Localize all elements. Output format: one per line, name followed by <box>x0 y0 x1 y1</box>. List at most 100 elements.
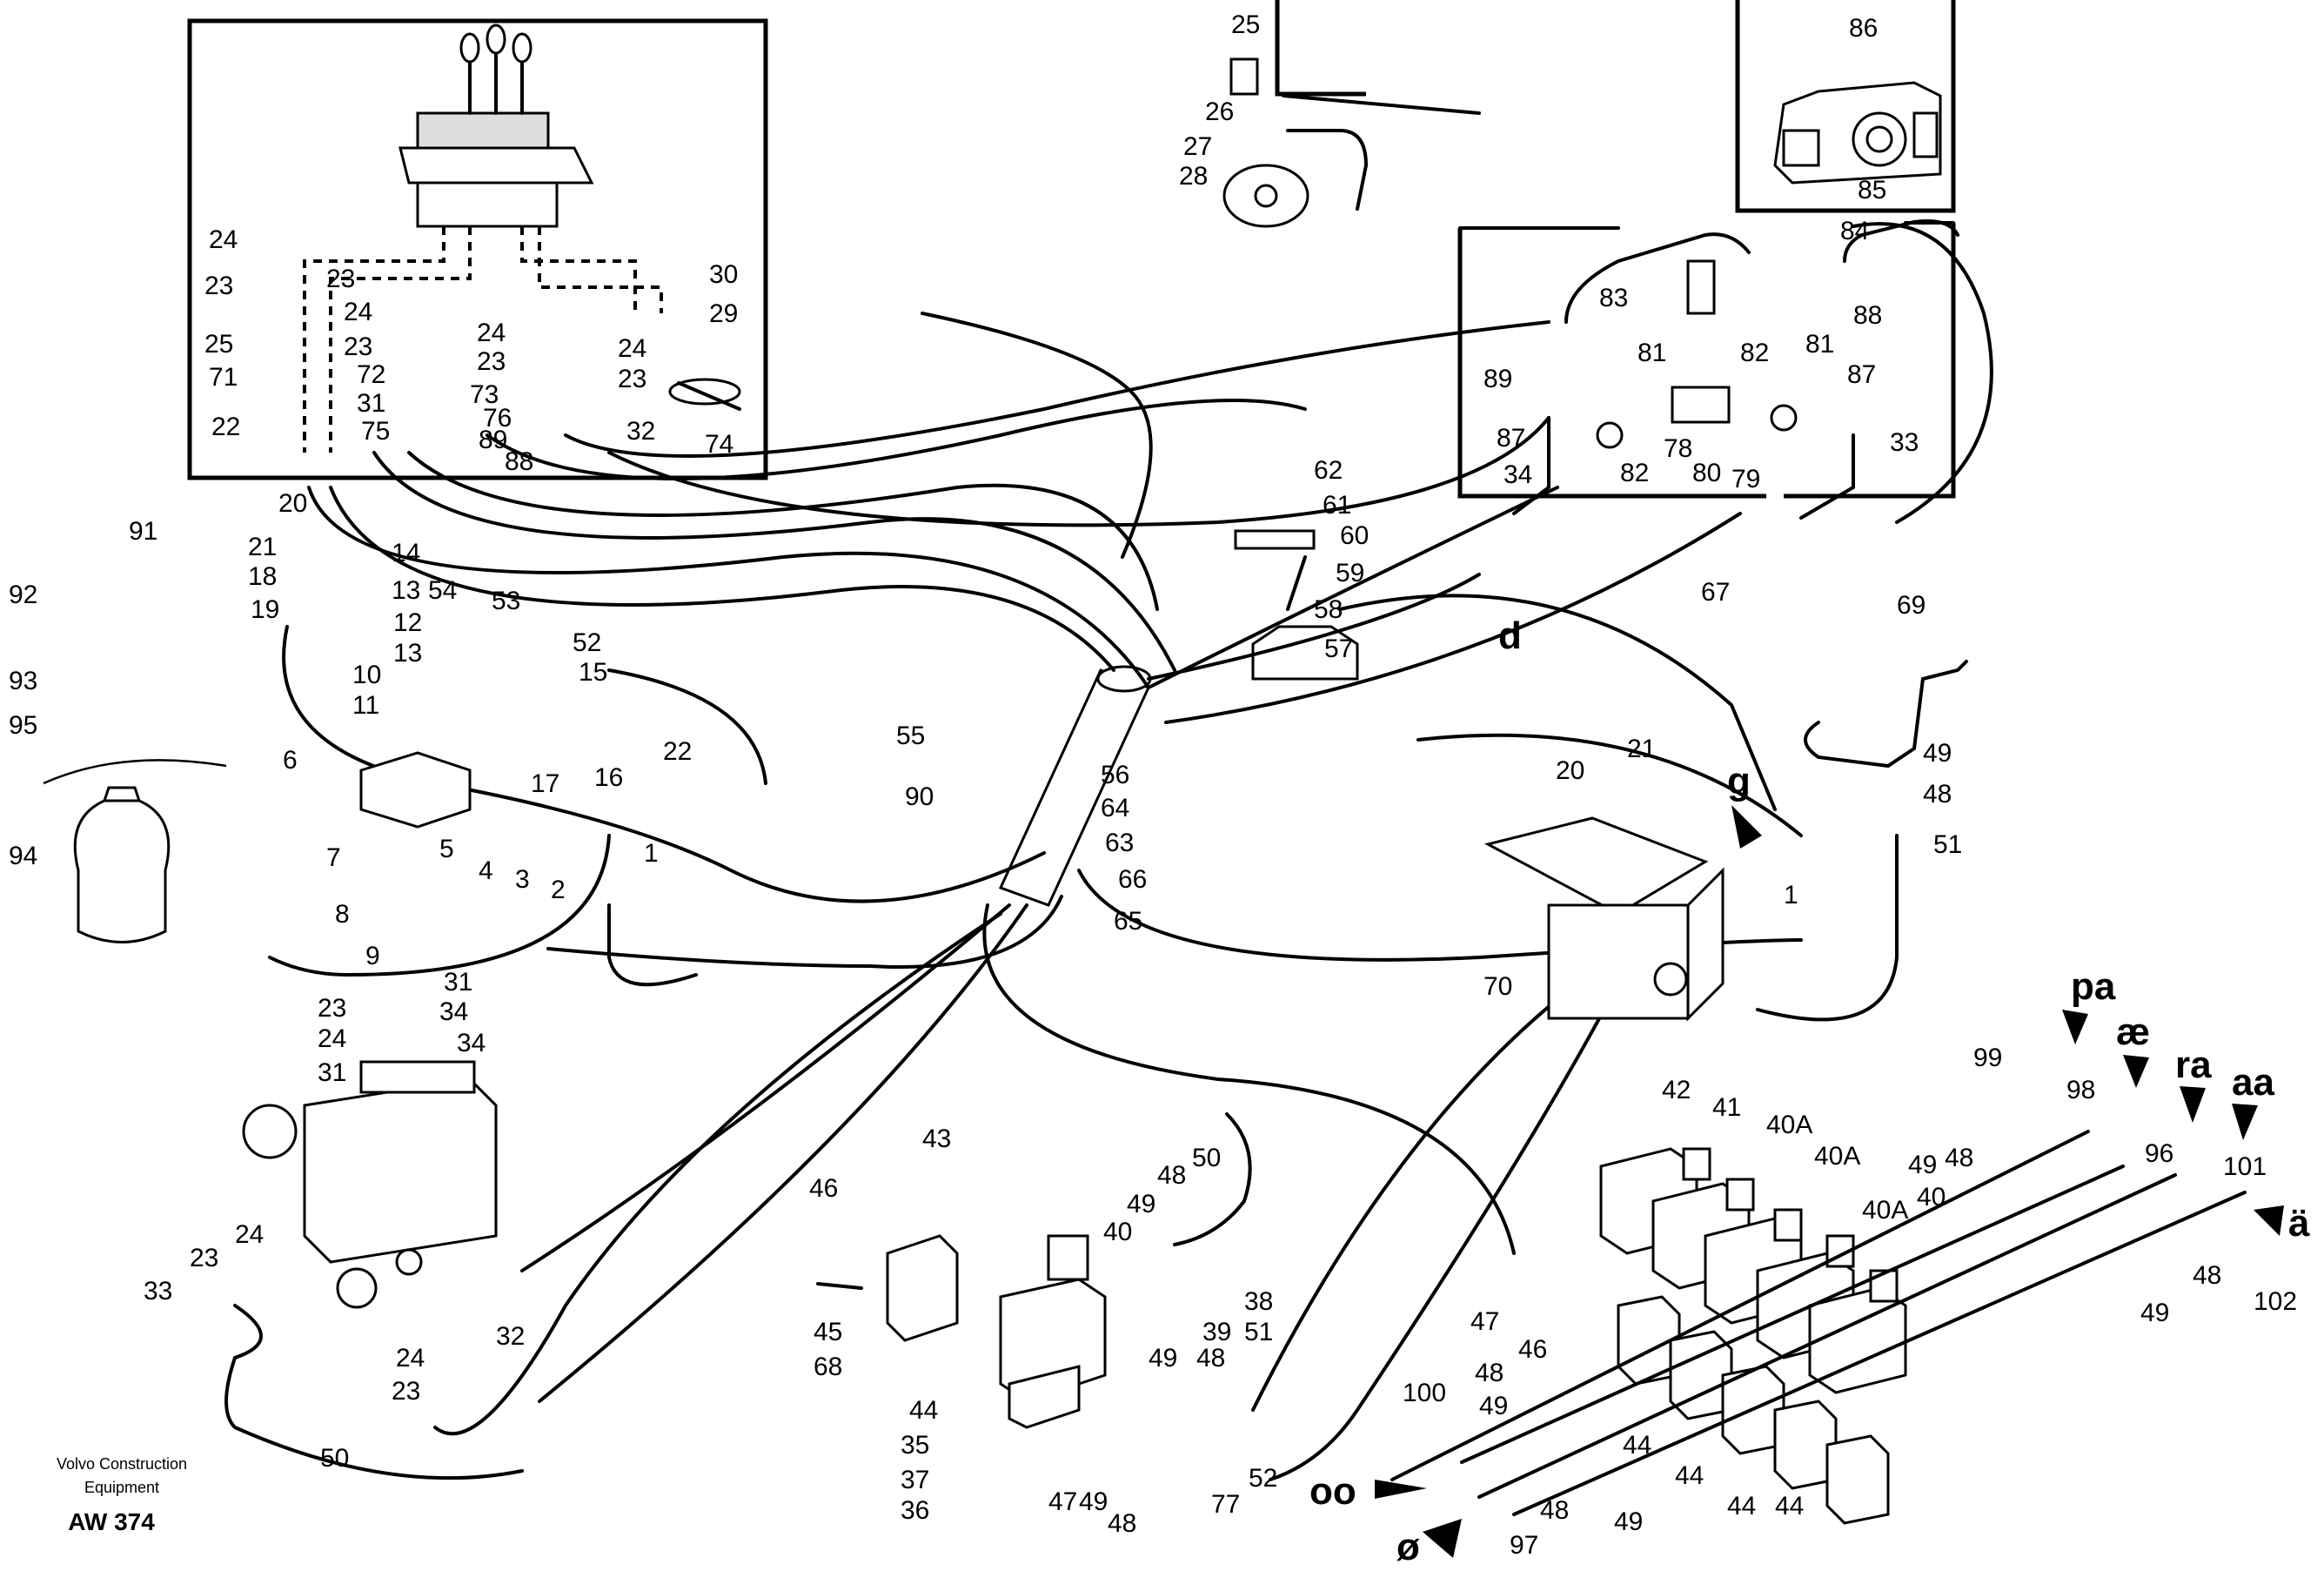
callout-label: 87 <box>1847 360 1876 389</box>
callout-label: 40 <box>1917 1183 1946 1212</box>
callout-label: 72 <box>357 360 385 389</box>
callout-label: 24 <box>396 1344 425 1373</box>
callout-label: 31 <box>318 1058 346 1087</box>
callout-label: 74 <box>705 430 733 459</box>
callout-label: 78 <box>1664 434 1692 463</box>
callout-label: 48 <box>1196 1344 1225 1373</box>
callout-label: 81 <box>1805 330 1834 359</box>
callout-label: 33 <box>1890 428 1919 457</box>
callout-label: 24 <box>318 1024 346 1053</box>
motor-unit-top <box>1222 57 1481 228</box>
port-letter: ä <box>2288 1202 2310 1245</box>
callout-label: 77 <box>1211 1490 1240 1519</box>
callout-label: 4 <box>479 856 493 885</box>
callout-label: 46 <box>1518 1335 1547 1364</box>
callout-label: 6 <box>283 746 298 775</box>
callout-label: 93 <box>9 667 37 695</box>
callout-label: 34 <box>439 997 468 1026</box>
callout-label: 22 <box>663 737 692 766</box>
callout-label: 29 <box>709 299 738 328</box>
callout-label: 49 <box>1127 1190 1155 1218</box>
callout-label: 83 <box>1599 284 1628 312</box>
callout-label: 44 <box>1727 1492 1756 1521</box>
callout-label: 33 <box>144 1277 172 1306</box>
callout-label: 40A <box>1766 1111 1812 1139</box>
callout-label: 16 <box>594 763 623 792</box>
drawing-code: AW 374 <box>68 1508 155 1535</box>
callout-label: 73 <box>470 380 499 409</box>
solenoid-valve-assembly <box>816 1234 1107 1429</box>
callout-label: 96 <box>2145 1139 2173 1168</box>
callout-label: 31 <box>357 389 385 418</box>
callout-label: 30 <box>709 260 738 289</box>
callout-label: 69 <box>1897 591 1926 620</box>
port-letter: ø <box>1396 1526 1420 1568</box>
callout-label: 66 <box>1118 865 1147 894</box>
callout-label: 7 <box>326 843 341 872</box>
callout-label: 23 <box>318 994 346 1023</box>
callout-label: 1 <box>1784 881 1798 910</box>
callout-label: 13 <box>392 576 420 605</box>
callout-label: 49 <box>1614 1507 1643 1536</box>
callout-label: 14 <box>392 539 420 567</box>
callout-label: 42 <box>1662 1076 1691 1104</box>
callout-label: 26 <box>1205 97 1234 126</box>
callout-label: 51 <box>1244 1318 1273 1346</box>
callout-label: 88 <box>1853 301 1882 330</box>
callout-label: 52 <box>1249 1464 1277 1493</box>
callout-label: 98 <box>2066 1076 2095 1104</box>
port-letter: aa <box>2232 1061 2274 1104</box>
callout-label: 32 <box>496 1322 525 1351</box>
control-lever-assembly-frame <box>187 18 768 480</box>
credit-line-1: Volvo Construction <box>57 1455 187 1473</box>
callout-label: 25 <box>204 330 233 359</box>
callout-label: 35 <box>901 1431 929 1460</box>
callout-label: 48 <box>1540 1496 1569 1525</box>
callout-label: 48 <box>1945 1144 1973 1172</box>
callout-label: 22 <box>211 413 240 441</box>
callout-label: 64 <box>1101 794 1129 822</box>
block-row-44 <box>1617 1295 1890 1525</box>
callout-label: 49 <box>1908 1151 1937 1179</box>
callout-label: 79 <box>1731 465 1760 493</box>
valve-86-body <box>1773 81 1942 185</box>
callout-label: 89 <box>479 426 507 454</box>
callout-label: 49 <box>2140 1299 2169 1327</box>
callout-label: 23 <box>392 1377 420 1406</box>
callout-label: 59 <box>1336 559 1364 587</box>
callout-label: 90 <box>905 782 934 811</box>
port-letter: oo <box>1309 1470 1356 1513</box>
callout-label: 85 <box>1858 176 1886 205</box>
callout-label: 17 <box>531 769 559 798</box>
callout-label: 49 <box>1923 739 1952 768</box>
callout-label: 27 <box>1183 132 1212 161</box>
callout-label: 28 <box>1179 162 1208 191</box>
callout-label: 23 <box>344 332 372 361</box>
callout-label: 24 <box>344 298 372 326</box>
callout-label: 9 <box>365 942 380 970</box>
hose-lines <box>224 222 1993 1481</box>
callout-label: 87 <box>1497 424 1525 453</box>
port-letters: d g pa æ ra aa ä oo ø <box>1309 614 2310 1568</box>
callout-label: 101 <box>2223 1152 2267 1181</box>
callout-label: 49 <box>1479 1392 1508 1420</box>
callout-label: 67 <box>1701 578 1730 607</box>
callout-label: 40A <box>1814 1142 1860 1171</box>
callout-label: 48 <box>1157 1161 1186 1190</box>
valve-86-frame <box>1735 0 1956 213</box>
callout-label: 70 <box>1483 972 1512 1001</box>
callout-label: 8 <box>335 900 350 929</box>
callout-label: 45 <box>814 1318 842 1346</box>
callout-label: 34 <box>457 1029 486 1057</box>
callout-label: 12 <box>393 608 422 637</box>
callout-label: 20 <box>1556 756 1584 785</box>
callout-label: 60 <box>1340 521 1369 550</box>
credit-line-2: Equipment <box>84 1479 159 1496</box>
valve-78-assembly <box>1512 219 1959 520</box>
callout-label: 49 <box>1079 1487 1108 1516</box>
clamp-74 <box>668 378 741 411</box>
callout-label: 32 <box>626 417 655 446</box>
callout-label: 49 <box>1149 1344 1177 1373</box>
accumulator-94 <box>43 759 227 943</box>
callout-label: 75 <box>361 417 390 446</box>
